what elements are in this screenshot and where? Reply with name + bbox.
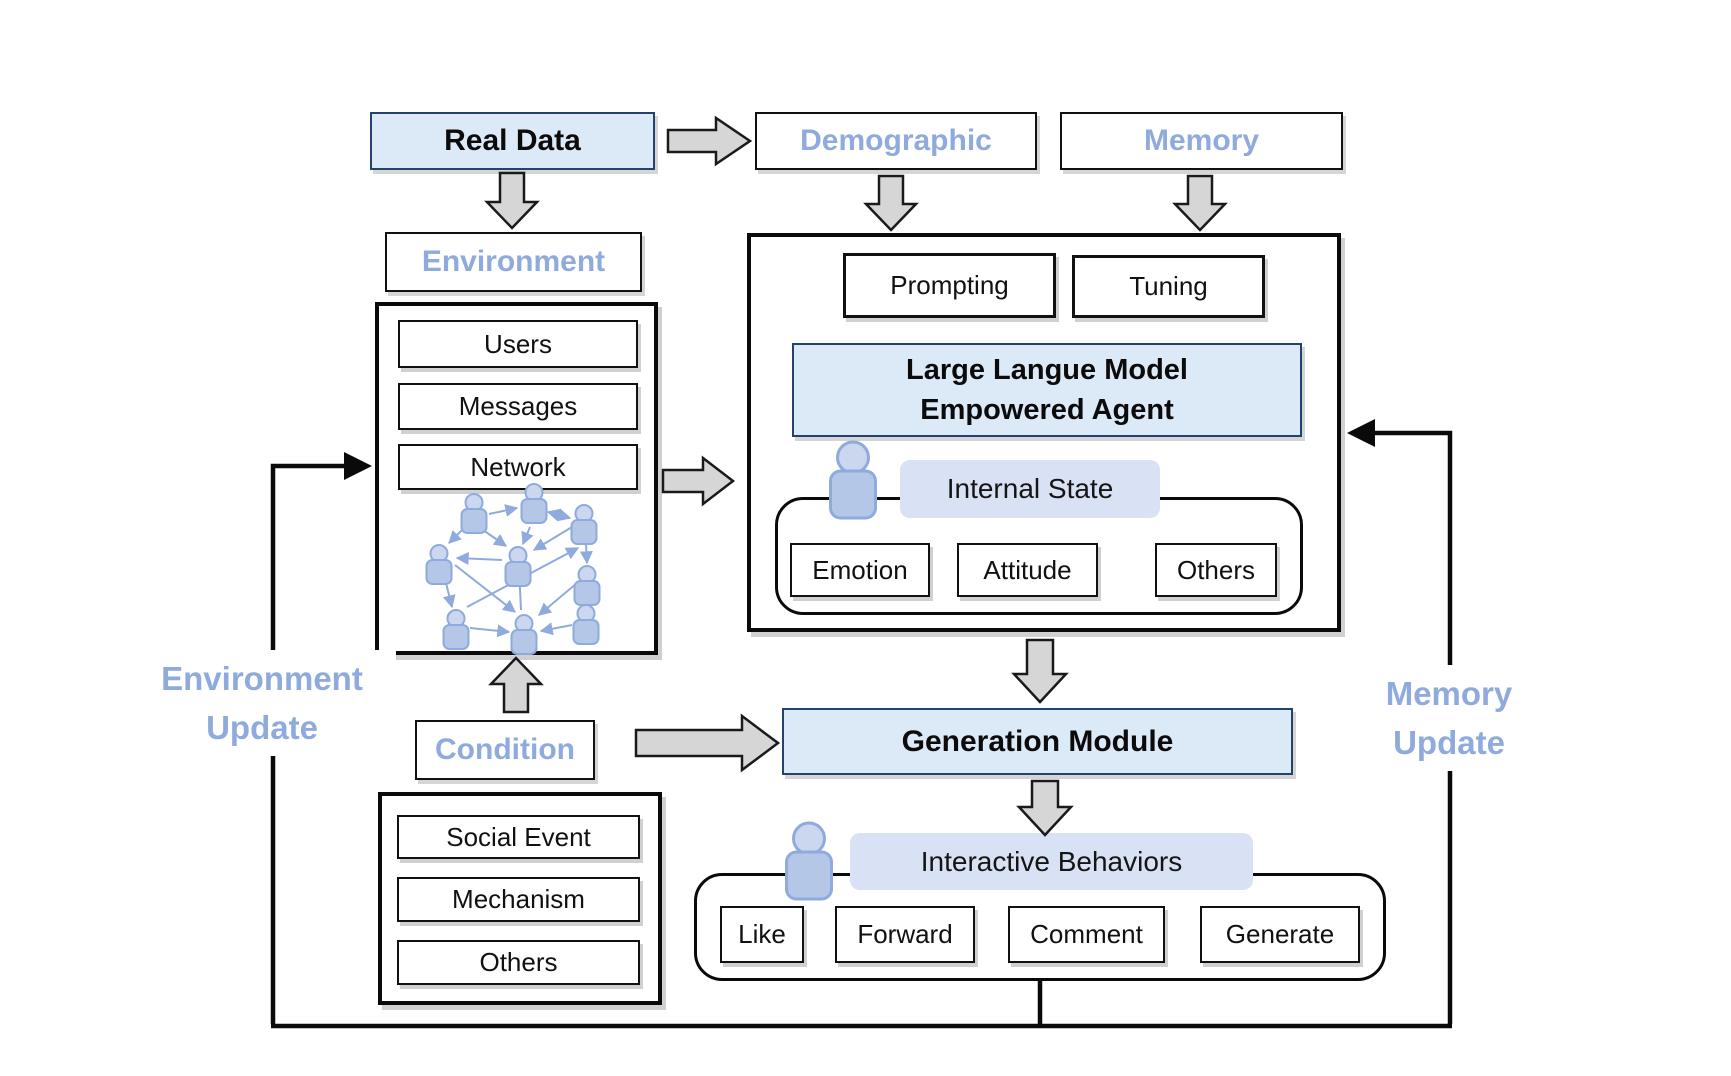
memory-update-label: Memory Update xyxy=(1330,665,1568,771)
memory-update-line2: Update xyxy=(1393,724,1505,761)
environment-update-label: Environment Update xyxy=(128,650,396,756)
behavior-item-like: Like xyxy=(720,906,804,963)
memory-update-line1: Memory xyxy=(1385,675,1513,712)
behavior-item-generate: Generate xyxy=(1200,906,1360,963)
demographic-box: Demographic xyxy=(755,112,1037,170)
environment-label-box: Environment xyxy=(385,232,642,292)
state-item-others: Others xyxy=(1155,543,1277,597)
state-item-attitude: Attitude xyxy=(957,543,1098,597)
behavior-item-forward: Forward xyxy=(835,906,975,963)
llm-empowered-agent-box: Large Langue Model Empowered Agent xyxy=(792,343,1302,437)
prompting-box: Prompting xyxy=(843,253,1056,318)
environment-item-messages: Messages xyxy=(398,383,638,430)
internal-state-tag: Internal State xyxy=(900,460,1160,518)
llm-line1: Large Langue Model xyxy=(906,354,1188,386)
condition-label-box: Condition xyxy=(415,720,595,780)
environment-update-line1: Environment xyxy=(161,660,363,697)
environment-update-arrowhead-icon xyxy=(344,452,372,480)
memory-update-arrowhead-icon xyxy=(1347,419,1375,447)
condition-item-others: Others xyxy=(397,940,640,985)
condition-item-mechanism: Mechanism xyxy=(397,877,640,922)
condition-item-social-event: Social Event xyxy=(397,815,640,859)
environment-item-users: Users xyxy=(398,320,638,368)
behavior-item-comment: Comment xyxy=(1008,906,1165,963)
state-item-emotion: Emotion xyxy=(790,543,930,597)
environment-item-network: Network xyxy=(398,444,638,490)
loop-path xyxy=(270,430,1453,1029)
tuning-box: Tuning xyxy=(1072,255,1265,318)
llm-line2: Empowered Agent xyxy=(920,394,1174,426)
generation-module-box: Generation Module xyxy=(782,708,1293,775)
environment-update-line2: Update xyxy=(206,709,318,746)
memory-box: Memory xyxy=(1060,112,1343,170)
interactive-behaviors-tag: Interactive Behaviors xyxy=(850,833,1253,890)
real-data-box: Real Data xyxy=(370,112,655,170)
